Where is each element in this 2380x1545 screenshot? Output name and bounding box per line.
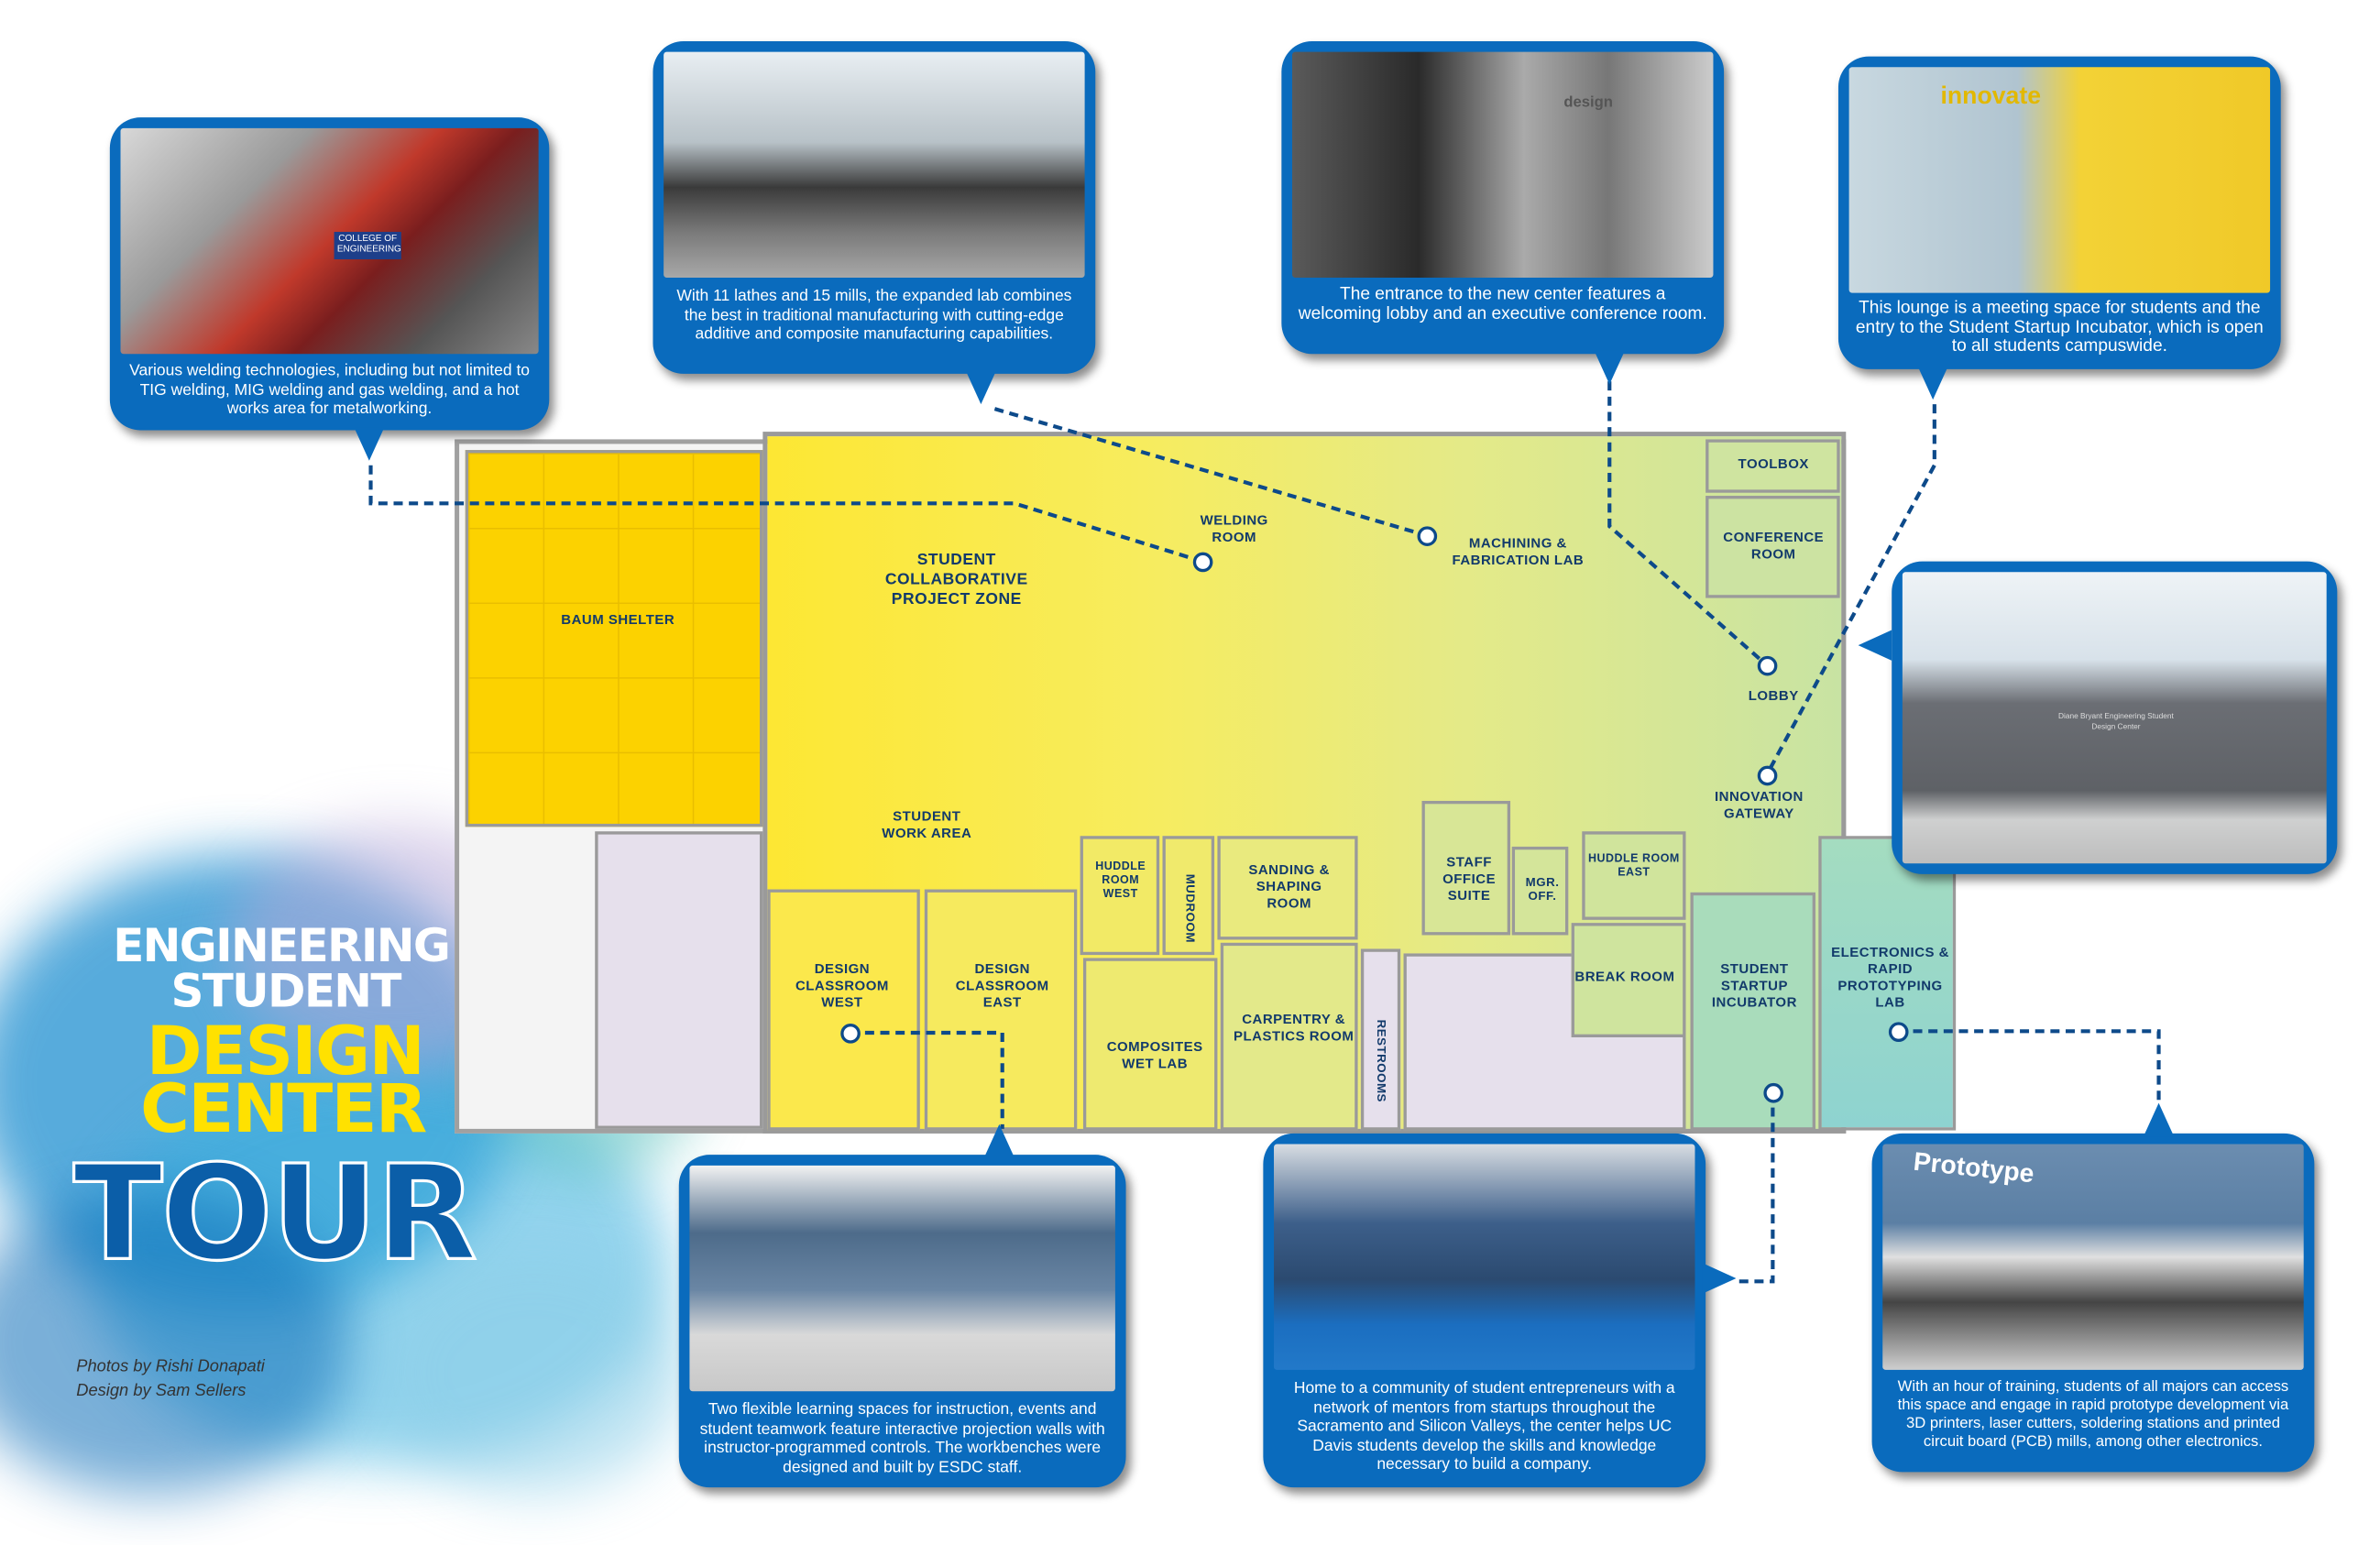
callout-entrance-text: The entrance to the new center features … xyxy=(1298,285,1707,323)
room-restrooms[interactable] xyxy=(1360,948,1401,1131)
prototype-sign: Prototype xyxy=(1912,1146,2036,1189)
title-design: DESIGN xyxy=(146,1013,425,1091)
room-carpentry[interactable] xyxy=(1220,942,1358,1131)
room-electronics[interactable] xyxy=(1818,836,1957,1131)
welding-sign: COLLEGE OF ENGINEERING xyxy=(334,232,401,259)
room-mudroom[interactable] xyxy=(1162,836,1215,956)
label-sanding: SANDING & SHAPING ROOM xyxy=(1248,861,1330,911)
entrance-photo: design xyxy=(1292,51,1714,278)
label-class-west: DESIGN CLASSROOM WEST xyxy=(795,960,889,1011)
welding-photo: COLLEGE OF ENGINEERING xyxy=(120,127,539,355)
machining-photo xyxy=(664,51,1085,278)
label-gateway: INNOVATION GATEWAY xyxy=(1714,788,1804,821)
label-collab: STUDENT COLLABORATIVE PROJECT ZONE xyxy=(884,550,1028,609)
label-conference: CONFERENCE ROOM xyxy=(1723,529,1825,562)
callout-classroom-text: Two flexible learning spaces for instruc… xyxy=(699,1400,1105,1476)
label-huddle-west: HUDDLE ROOM WEST xyxy=(1095,859,1146,901)
route-classroom xyxy=(850,1030,1004,1129)
label-mgr: MGR. OFF. xyxy=(1525,875,1560,904)
title-student: STUDENT xyxy=(170,965,401,1020)
label-incubator: STUDENT STARTUP INCUBATOR xyxy=(1711,960,1797,1011)
room-baum-shelter[interactable] xyxy=(465,450,763,827)
prototype-photo: Prototype xyxy=(1882,1144,2304,1370)
callout-entrance[interactable]: design The entrance to the new center fe… xyxy=(1281,40,1725,385)
route-machining xyxy=(993,407,1428,538)
room-huddle-east[interactable] xyxy=(1582,831,1686,920)
title-center: CENTER xyxy=(140,1070,427,1149)
marker-welding[interactable] xyxy=(1192,552,1213,573)
label-break: BREAK ROOM xyxy=(1574,969,1675,984)
marker-classroom[interactable] xyxy=(840,1024,861,1044)
callout-classroom[interactable]: Two flexible learning spaces for instruc… xyxy=(678,1123,1126,1488)
marker-incubator[interactable] xyxy=(1763,1082,1784,1103)
label-workarea: STUDENT WORK AREA xyxy=(882,808,972,841)
callout-lounge-text: This lounge is a meeting space for stude… xyxy=(1855,299,2264,356)
incubator-photo xyxy=(1274,1144,1695,1370)
room-mgr-office[interactable] xyxy=(1511,846,1569,936)
room-staff-office[interactable] xyxy=(1421,800,1511,936)
room-left-annex xyxy=(595,831,763,1129)
label-electronics: ELECTRONICS & RAPID PROTOTYPING LAB xyxy=(1831,944,1949,1011)
callout-prototype[interactable]: Prototype With an hour of training, stud… xyxy=(1871,1102,2315,1473)
room-huddle-west[interactable] xyxy=(1080,836,1160,956)
lounge-photo: innovate xyxy=(1848,67,2271,293)
room-sanding[interactable] xyxy=(1217,836,1358,940)
photo-credit: Photos by Rishi Donapati xyxy=(76,1357,265,1376)
marker-lobby[interactable] xyxy=(1757,655,1778,676)
callout-welding-text: Various welding technologies, including … xyxy=(129,361,531,419)
design-credit: Design by Sam Sellers xyxy=(76,1382,247,1401)
room-break[interactable] xyxy=(1571,923,1686,1037)
label-lobby: LOBBY xyxy=(1748,687,1799,704)
label-huddle-east: HUDDLE ROOM EAST xyxy=(1587,850,1680,879)
label-welding: WELDING ROOM xyxy=(1200,512,1268,545)
route-lounge xyxy=(1764,404,1936,776)
label-class-east: DESIGN CLASSROOM EAST xyxy=(955,960,1049,1011)
callout-prototype-text: With an hour of training, students of al… xyxy=(1897,1378,2289,1452)
classroom-photo xyxy=(689,1165,1115,1392)
callout-exterior[interactable]: Diane Bryant Engineering Student Design … xyxy=(1858,561,2338,874)
marker-machining[interactable] xyxy=(1417,526,1438,546)
label-composites: COMPOSITES WET LAB xyxy=(1106,1038,1203,1071)
room-composites[interactable] xyxy=(1082,958,1218,1131)
callout-welding[interactable]: COLLEGE OF ENGINEERING Various welding t… xyxy=(109,117,550,461)
route-welding xyxy=(368,465,1203,564)
exterior-photo: Diane Bryant Engineering Student Design … xyxy=(1902,572,2327,864)
title-tour: TOUR xyxy=(71,1136,478,1292)
label-baum: BAUM SHELTER xyxy=(561,611,675,628)
room-class-west[interactable] xyxy=(767,889,920,1131)
marker-gateway[interactable] xyxy=(1757,765,1778,786)
callout-machining[interactable]: With 11 lathes and 15 mills, the expande… xyxy=(653,40,1096,405)
room-incubator[interactable] xyxy=(1690,892,1815,1131)
entrance-sign: design xyxy=(1563,94,1613,112)
room-conference[interactable] xyxy=(1705,496,1840,598)
route-entrance xyxy=(1607,381,1769,667)
callout-lounge[interactable]: innovate This lounge is a meeting space … xyxy=(1837,56,2281,400)
label-carpentry: CARPENTRY & PLASTICS ROOM xyxy=(1233,1011,1355,1044)
exterior-sign: Diane Bryant Engineering Student Design … xyxy=(2057,712,2174,733)
callout-machining-text: With 11 lathes and 15 mills, the expande… xyxy=(676,286,1072,344)
label-machining: MACHINING & FABRICATION LAB xyxy=(1452,535,1585,568)
callout-incubator-text: Home to a community of student entrepren… xyxy=(1293,1378,1675,1474)
route-incubator xyxy=(1738,1091,1775,1284)
label-toolbox: TOOLBOX xyxy=(1738,455,1809,472)
room-toolbox[interactable] xyxy=(1705,439,1840,493)
marker-electronics[interactable] xyxy=(1888,1022,1909,1042)
title-engineering: ENGINEERING xyxy=(113,919,451,974)
label-staff: STAFF OFFICE SUITE xyxy=(1442,854,1497,904)
callout-incubator[interactable]: Home to a community of student entrepren… xyxy=(1263,1133,1737,1488)
route-electronics xyxy=(1897,1029,2161,1106)
lounge-sign: innovate xyxy=(1940,83,2042,110)
